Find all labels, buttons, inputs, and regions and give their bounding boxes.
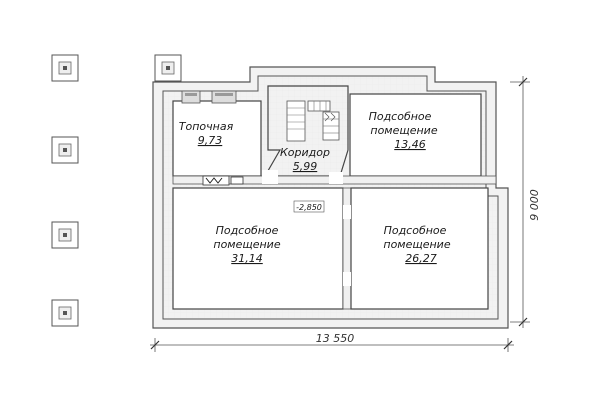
room-storage-top-right-line1: Подсобное [369, 110, 432, 123]
room-corridor-area: 5,99 [293, 160, 318, 173]
boiler-equipment [181, 90, 237, 104]
room-storage-top-right-line2: помещение [370, 124, 437, 137]
room-corridor-name: Коридор [280, 146, 330, 159]
door-opening [343, 205, 351, 219]
room-storage-bottom-right-line1: Подсобное [384, 224, 447, 237]
level-mark: -2,850 [296, 203, 322, 212]
door-opening [329, 172, 343, 184]
room-storage-bottom-left-line1: Подсобное [216, 224, 279, 237]
room-storage-bottom-right-line2: помещение [383, 238, 450, 251]
room-boiler-area: 9,73 [198, 134, 223, 147]
door-opening [262, 170, 278, 184]
column-marker [51, 299, 79, 327]
room-storage-bottom-left-line2: помещение [213, 238, 280, 251]
level-mark-box [293, 200, 325, 213]
room-storage-bottom-left-area: 31,14 [231, 252, 263, 265]
heater [202, 175, 244, 186]
room-storage-bottom-right [350, 187, 489, 310]
dimension-height [510, 76, 530, 328]
column-marker [51, 136, 79, 164]
room-storage-bottom-right-area: 26,27 [405, 252, 437, 265]
column-marker [51, 221, 79, 249]
dimension-height-label: 9 000 [528, 189, 541, 221]
dimension-width-label: 13 550 [316, 332, 355, 345]
dimension-width [150, 338, 514, 352]
room-storage-top-right-area: 13,46 [394, 138, 426, 151]
column-marker [154, 54, 182, 82]
room-storage-top-right [349, 93, 482, 177]
door-opening [343, 272, 351, 286]
column-marker [51, 54, 79, 82]
stairs [286, 100, 340, 142]
room-boiler-name: Топочная [179, 120, 234, 133]
